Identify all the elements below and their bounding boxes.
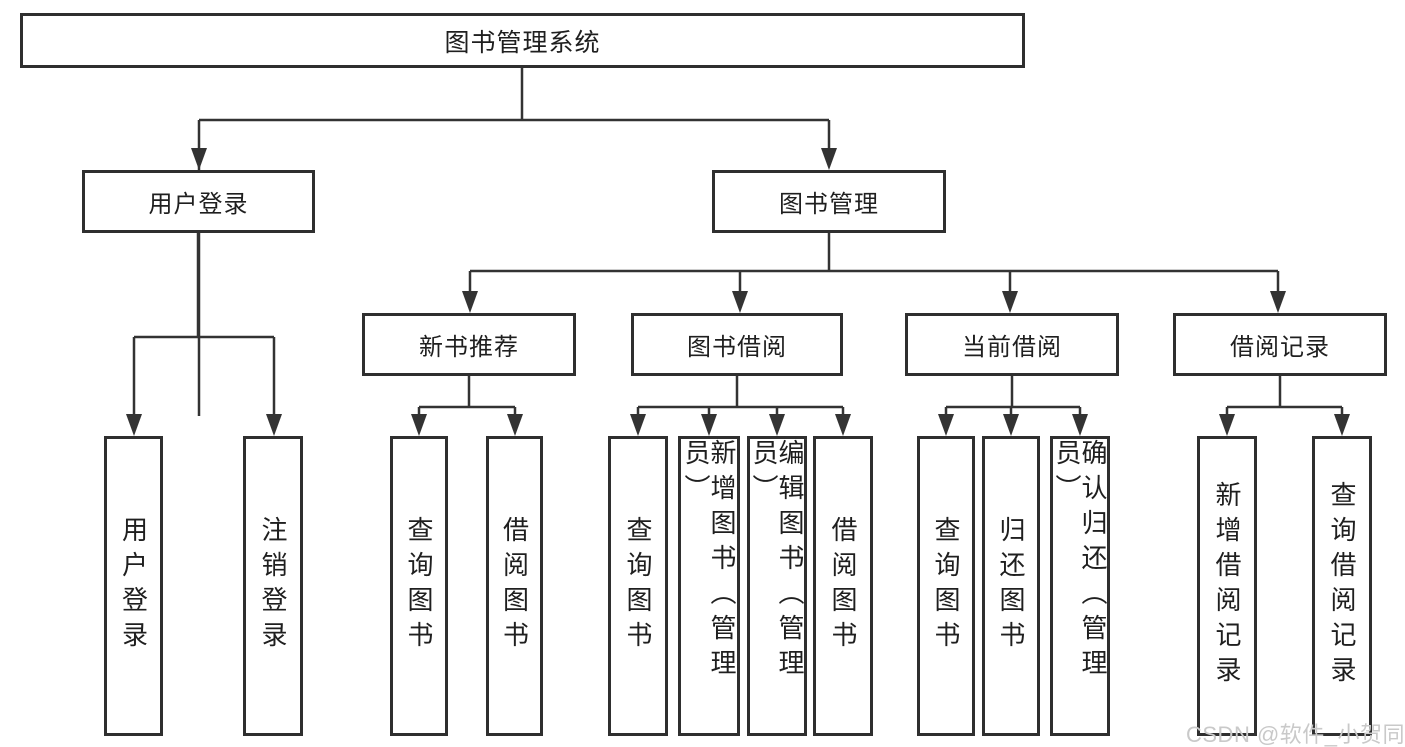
node-label: 查询图书 xyxy=(931,516,961,656)
node-borrowing-records: 借阅记录 xyxy=(1173,313,1387,376)
node-label: 借阅图书 xyxy=(499,516,530,656)
leaf-borrow-books-borrowing: 借阅图书 xyxy=(813,436,873,736)
leaf-borrow-books-recommend: 借阅图书 xyxy=(486,436,543,736)
leaf-edit-books-admin: 编辑图书（管理员） xyxy=(747,436,807,736)
node-label: 借阅记录 xyxy=(1230,334,1330,361)
leaf-return-books: 归还图书 xyxy=(982,436,1040,736)
edge-records-to-leaves xyxy=(1225,375,1344,416)
arrowheads xyxy=(126,148,1350,436)
leaf-query-books-recommend: 查询图书 xyxy=(390,436,448,736)
edge-mgmt-to-level3 xyxy=(468,233,1280,293)
node-label: 新增借阅记录 xyxy=(1212,481,1242,691)
node-label: 新书推荐 xyxy=(419,334,519,361)
node-label: 注销登录 xyxy=(258,516,288,656)
leaf-add-books-admin: 新增图书（管理员） xyxy=(678,436,740,736)
edge-borrow-to-leaves xyxy=(636,375,845,416)
node-book-management: 图书管理 xyxy=(712,170,946,233)
node-label: 图书借阅 xyxy=(687,334,787,361)
leaf-user-login: 用户登录 xyxy=(104,436,163,736)
node-label: 编辑图书（管理员） xyxy=(749,439,805,684)
node-label: 归还图书 xyxy=(996,516,1026,656)
node-user-login: 用户登录 xyxy=(82,170,315,233)
edge-current-to-leaves xyxy=(944,375,1082,416)
leaf-query-books-borrowing: 查询图书 xyxy=(608,436,668,736)
leaf-add-borrow-record: 新增借阅记录 xyxy=(1197,436,1257,736)
node-current-borrowing: 当前借阅 xyxy=(905,313,1119,376)
leaf-logout: 注销登录 xyxy=(243,436,303,736)
leaf-query-books-current: 查询图书 xyxy=(917,436,975,736)
node-label: 查询借阅记录 xyxy=(1327,481,1357,691)
node-label: 查询图书 xyxy=(623,516,653,656)
edge-newbook-to-leaves xyxy=(417,375,517,416)
node-label: 确认归还（管理员） xyxy=(1052,439,1108,684)
leaf-confirm-return-admin: 确认归还（管理员） xyxy=(1050,436,1110,736)
node-root-library-system: 图书管理系统 xyxy=(20,13,1025,68)
node-label: 查询图书 xyxy=(404,516,434,656)
csdn-watermark: CSDN @软件_小贺同学 xyxy=(1186,722,1405,747)
node-label: 借阅图书 xyxy=(828,516,858,656)
node-label: 新增图书（管理员） xyxy=(681,439,737,684)
node-label: 图书管理系统 xyxy=(444,28,601,57)
node-label: 图书管理 xyxy=(779,191,879,218)
node-book-borrowing: 图书借阅 xyxy=(631,313,843,376)
node-new-book-recommend: 新书推荐 xyxy=(362,313,576,376)
edge-login-to-leaves xyxy=(132,233,276,416)
node-label: 当前借阅 xyxy=(962,334,1062,361)
node-label: 用户登录 xyxy=(148,191,249,218)
leaf-query-borrow-record: 查询借阅记录 xyxy=(1312,436,1372,736)
node-label: 用户登录 xyxy=(118,516,149,656)
